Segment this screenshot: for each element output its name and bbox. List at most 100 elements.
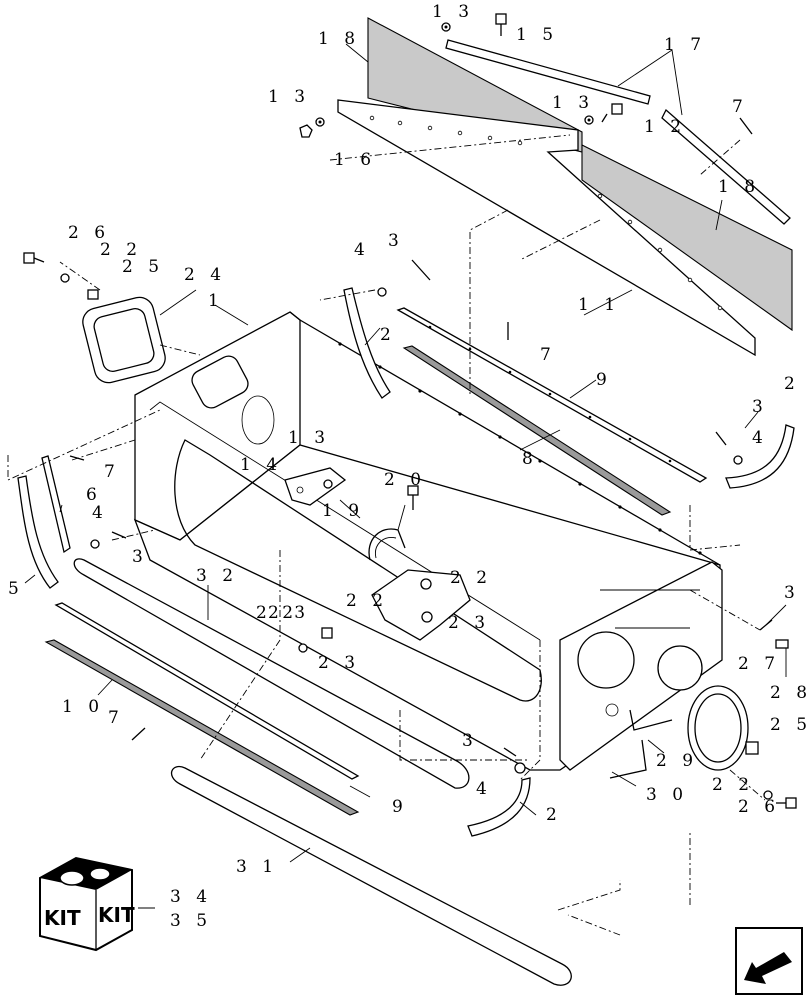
callout-20: 2 0 bbox=[384, 470, 426, 490]
strip-9-upper bbox=[396, 307, 708, 483]
bolt-15 bbox=[495, 13, 507, 36]
bolt-20 bbox=[407, 485, 419, 510]
callout-4: 4 bbox=[354, 240, 370, 260]
nut-22a bbox=[420, 578, 432, 590]
panel-18-lower bbox=[581, 144, 793, 332]
callout-34: 3 4 bbox=[170, 887, 212, 907]
callout-13: 1 3 bbox=[288, 428, 330, 448]
nut-4b bbox=[733, 455, 743, 465]
page-arrow-icon[interactable] bbox=[735, 927, 803, 995]
bracket-14 bbox=[284, 467, 347, 506]
pin-3e bbox=[503, 747, 517, 757]
strip-10 bbox=[44, 639, 360, 816]
gasket-24 bbox=[82, 296, 166, 384]
callout-23: 2 3 bbox=[448, 613, 490, 633]
callout-32: 3 2 bbox=[196, 566, 238, 586]
strip-5 bbox=[17, 475, 59, 589]
callout-30: 3 0 bbox=[646, 785, 688, 805]
kit-label-right: KIT bbox=[98, 903, 135, 927]
callout-26: 2 6 bbox=[68, 223, 110, 243]
rod-30 bbox=[609, 739, 647, 779]
pin-3c bbox=[111, 531, 127, 539]
leader-lines bbox=[24, 43, 787, 909]
callout-7: 7 bbox=[540, 345, 556, 365]
callout-3: 3 bbox=[388, 231, 404, 251]
kit-label-left: KIT bbox=[44, 906, 81, 930]
bolt-26b bbox=[776, 797, 797, 809]
strip-17-right bbox=[661, 108, 791, 225]
callout-19: 1 9 bbox=[322, 501, 364, 521]
clamp-19 bbox=[368, 528, 406, 561]
bolt-12 bbox=[601, 103, 623, 123]
pin-3a bbox=[411, 259, 431, 281]
callout-22: 2 2 bbox=[100, 240, 142, 260]
curved-bracket-2-bottom bbox=[467, 777, 531, 837]
callout-6: 6 bbox=[86, 485, 102, 505]
callout-16: 1 6 bbox=[334, 150, 376, 170]
callouts: 1 3 1 5 1 8 1 7 1 3 1 3 1 2 1 6 7 1 8 2 … bbox=[8, 2, 808, 931]
callout-7: 7 bbox=[104, 462, 120, 482]
pin-3b bbox=[715, 431, 727, 446]
callout-5: 5 bbox=[8, 579, 24, 599]
callout-24: 2 4 bbox=[184, 265, 226, 285]
callout-10: 1 0 bbox=[62, 697, 104, 717]
callout-14: 1 4 bbox=[240, 455, 282, 475]
callout-2: 2 bbox=[380, 325, 396, 345]
callout-18: 1 8 bbox=[718, 177, 760, 197]
callout-12: 1 2 bbox=[644, 117, 686, 137]
callout-11: 1 1 bbox=[578, 295, 620, 315]
callout-4: 4 bbox=[752, 428, 768, 448]
callout-2: 2 bbox=[784, 374, 800, 394]
callout-4: 4 bbox=[92, 503, 108, 523]
callout-7: 7 bbox=[732, 97, 748, 117]
bolt-22b bbox=[321, 627, 333, 639]
nut-13b bbox=[584, 115, 594, 125]
pin-7d bbox=[131, 727, 146, 741]
callout-9: 9 bbox=[392, 797, 408, 817]
track-31 bbox=[170, 765, 572, 986]
callout-35: 3 5 bbox=[170, 911, 212, 931]
rod-29 bbox=[629, 709, 673, 731]
pin-7c bbox=[69, 455, 85, 461]
callout-28: 2 8 bbox=[770, 683, 808, 703]
washer-13d bbox=[323, 479, 333, 489]
washer-22e bbox=[763, 790, 773, 800]
bolt-26a bbox=[23, 252, 45, 264]
callout-7: 7 bbox=[108, 708, 124, 728]
pin-3d bbox=[759, 619, 773, 631]
hardware bbox=[23, 13, 797, 809]
callout-22: 2 2 bbox=[450, 568, 492, 588]
assembly-lines bbox=[7, 134, 766, 936]
callout-15: 1 5 bbox=[516, 25, 558, 45]
callout-23: 2 3 bbox=[268, 603, 310, 623]
track-32 bbox=[73, 558, 470, 789]
callout-8: 8 bbox=[522, 449, 538, 469]
callout-4: 4 bbox=[476, 779, 492, 799]
callout-25: 2 5 bbox=[770, 715, 808, 735]
plate-11 bbox=[337, 99, 756, 357]
callout-3: 3 bbox=[784, 583, 800, 603]
callout-3: 3 bbox=[132, 547, 148, 567]
callout-25: 2 5 bbox=[122, 257, 164, 277]
callout-18: 1 8 bbox=[318, 29, 360, 49]
callout-26: 2 6 bbox=[738, 797, 780, 817]
washer-22a bbox=[60, 273, 70, 283]
callout-29: 2 9 bbox=[656, 751, 698, 771]
strip-9-lower bbox=[54, 602, 360, 780]
gasket-27 bbox=[687, 685, 749, 771]
strip-8 bbox=[402, 345, 672, 516]
nut-25a bbox=[87, 289, 99, 300]
strip-6 bbox=[41, 455, 71, 554]
callout-2: 2 bbox=[546, 805, 562, 825]
callout-13: 1 3 bbox=[432, 2, 474, 22]
callout-31: 3 1 bbox=[236, 857, 278, 877]
pin-7a bbox=[739, 117, 753, 135]
callout-17: 1 7 bbox=[664, 35, 706, 55]
callout-22: 2 2 bbox=[712, 775, 754, 795]
callout-3: 3 bbox=[752, 397, 768, 417]
callout-22: 2 2 bbox=[346, 591, 388, 611]
nut-13c bbox=[315, 117, 325, 127]
nut-13a bbox=[441, 22, 451, 32]
clip-28 bbox=[775, 639, 789, 649]
